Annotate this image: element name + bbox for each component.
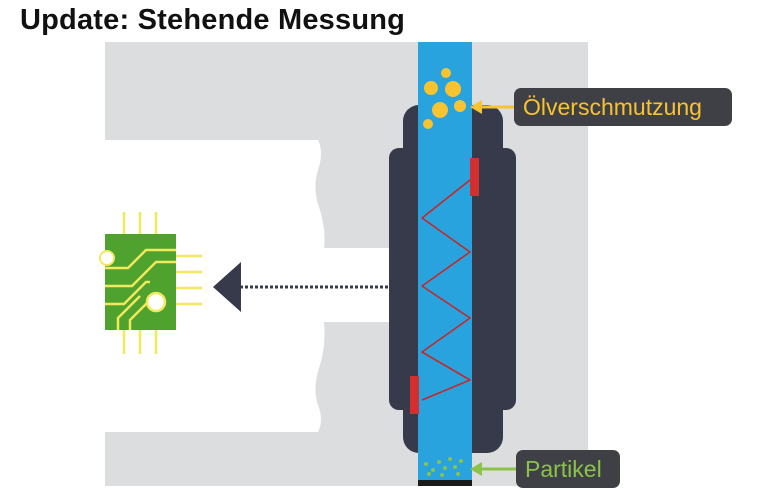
oil-contamination-label-text: Ölverschmutzung	[523, 94, 702, 120]
oil-droplets	[423, 68, 466, 129]
sensor-electrode-bottom	[410, 376, 419, 414]
oil-contamination-label: Ölverschmutzung	[514, 88, 732, 126]
particle-label-text: Partikel	[525, 456, 602, 482]
channel-base	[418, 480, 472, 486]
particle-callout-arrow	[470, 462, 516, 476]
signal-wave	[421, 179, 471, 401]
particle-label: Partikel	[516, 450, 620, 488]
cable-body	[105, 140, 392, 432]
pcb-chip	[99, 212, 202, 354]
particles	[424, 457, 463, 477]
page-title: Update: Stehende Messung	[20, 4, 406, 36]
sensor-electrode-top	[470, 158, 479, 196]
oil-callout-arrow	[470, 100, 514, 114]
signal-arrow	[213, 262, 390, 312]
